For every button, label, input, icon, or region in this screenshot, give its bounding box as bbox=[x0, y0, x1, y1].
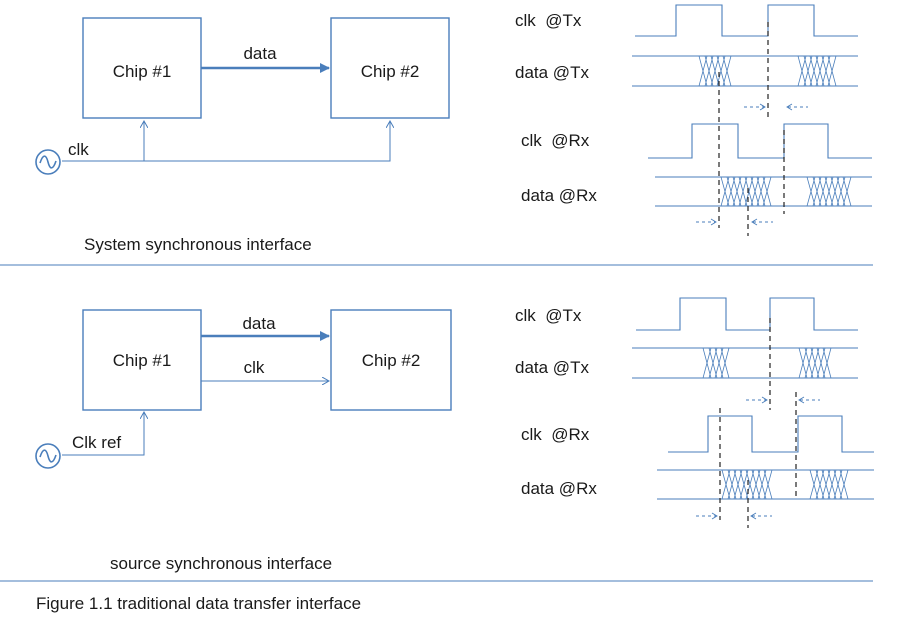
top-data-tx-wave bbox=[632, 55, 858, 87]
top-skew-marker-tx bbox=[744, 103, 808, 111]
bottom-data-tx-crossings-2 bbox=[798, 347, 832, 379]
top-data-rx-crossings-1 bbox=[720, 176, 772, 207]
bottom-data-rx-wave bbox=[657, 469, 874, 500]
bottom-data-label: data bbox=[242, 314, 276, 333]
bottom-caption: source synchronous interface bbox=[110, 554, 332, 573]
top-data-rx-crossings-2 bbox=[806, 176, 852, 207]
top-caption: System synchronous interface bbox=[84, 235, 312, 254]
bottom-data-rx-label: data @Rx bbox=[521, 479, 597, 498]
bottom-clk-label: clk bbox=[244, 358, 265, 377]
bottom-data-rx-crossings-2 bbox=[809, 469, 849, 500]
top-data-tx-label: data @Tx bbox=[515, 63, 589, 82]
top-clk-tx-wave bbox=[635, 4, 858, 37]
top-clk-wire-chip2 bbox=[62, 121, 390, 162]
top-clk-rx-wave bbox=[648, 123, 872, 159]
top-block-diagram: Chip #1 Chip #2 data clk System synchron… bbox=[35, 17, 450, 254]
bottom-timing-waveforms bbox=[632, 297, 874, 528]
bottom-clkref-wire bbox=[62, 412, 144, 456]
bottom-timing-labels: clk @Tx data @Tx clk @Rx data @Rx bbox=[515, 306, 597, 498]
top-chip2-box bbox=[330, 17, 450, 119]
top-timing-waveforms bbox=[632, 4, 872, 236]
sine-oscillator-icon bbox=[35, 149, 61, 175]
bottom-data-rx-crossings-1 bbox=[721, 469, 773, 500]
top-timing-labels: clk @Tx data @Tx clk @Rx data @Rx bbox=[515, 11, 597, 205]
bottom-clk-rx-label: clk @Rx bbox=[521, 425, 590, 444]
top-data-rx-label: data @Rx bbox=[521, 186, 597, 205]
bottom-chip1-label: Chip #1 bbox=[113, 351, 172, 370]
top-clk-tx-label: clk @Tx bbox=[515, 11, 582, 30]
top-skew-marker-rx bbox=[696, 218, 773, 226]
bottom-chip1-box bbox=[82, 309, 202, 411]
sine-oscillator-icon bbox=[35, 443, 61, 469]
top-clk-rx-label: clk @Rx bbox=[521, 131, 590, 150]
bottom-chip2-box bbox=[330, 309, 452, 411]
bottom-block-diagram: Chip #1 Chip #2 data clk Clk ref source … bbox=[35, 309, 452, 573]
figure-caption: Figure 1.1 traditional data transfer int… bbox=[36, 594, 361, 613]
bottom-skew-marker-rx bbox=[696, 512, 772, 520]
top-data-label: data bbox=[243, 44, 277, 63]
top-chip1-label: Chip #1 bbox=[113, 62, 172, 81]
top-chip2-label: Chip #2 bbox=[361, 62, 420, 81]
top-data-rx-wave bbox=[655, 176, 872, 207]
bottom-chip2-label: Chip #2 bbox=[362, 351, 421, 370]
bottom-clkref-label: Clk ref bbox=[72, 433, 121, 452]
top-data-tx-crossings-1 bbox=[698, 55, 732, 87]
bottom-data-tx-wave bbox=[632, 347, 858, 379]
bottom-data-tx-crossings-1 bbox=[702, 347, 730, 379]
top-chip1-box bbox=[82, 17, 202, 119]
bottom-data-tx-label: data @Tx bbox=[515, 358, 589, 377]
bottom-skew-marker-tx bbox=[746, 396, 820, 404]
bottom-clk-rx-wave bbox=[668, 415, 874, 453]
bottom-clk-tx-wave bbox=[636, 297, 858, 331]
top-data-tx-crossings-2 bbox=[797, 55, 837, 87]
bottom-clk-tx-label: clk @Tx bbox=[515, 306, 582, 325]
top-clk-label: clk bbox=[68, 140, 89, 159]
